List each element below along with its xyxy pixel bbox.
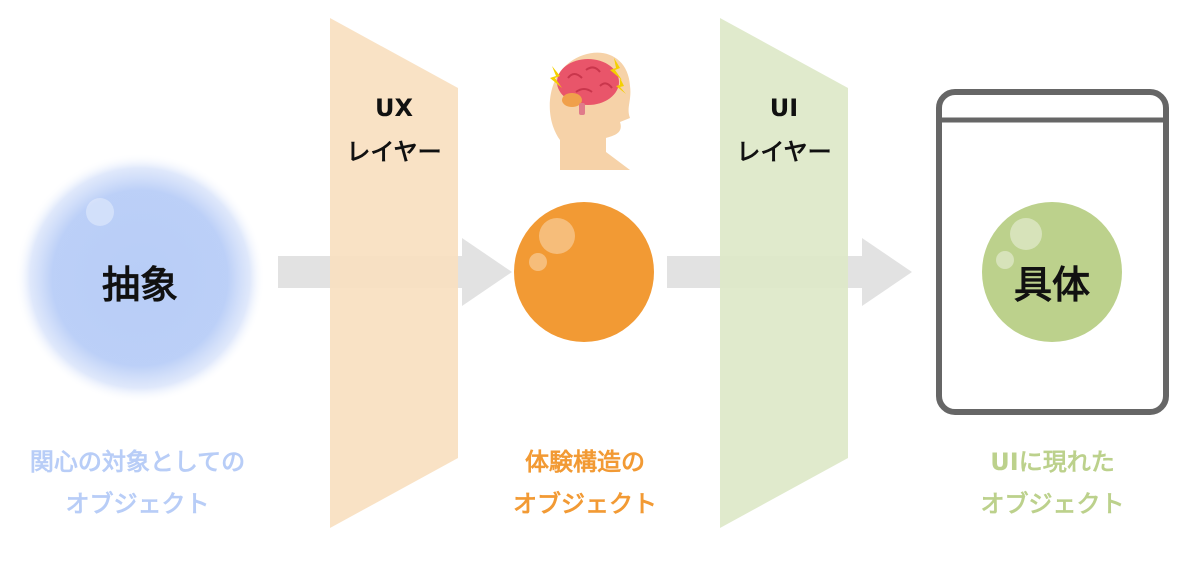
experience-caption-line2: オブジェクト: [513, 490, 657, 518]
abstract-sphere: [15, 153, 265, 403]
experience-caption-line1: 体験構造の: [525, 448, 645, 476]
ui-layer-panel: [720, 18, 848, 528]
concrete-caption-line1: UIに現れた: [990, 448, 1115, 476]
abstract-label: 抽象: [101, 263, 178, 307]
abstract-caption-line2: オブジェクト: [65, 490, 210, 518]
experience-sphere: [514, 202, 654, 342]
ui-layer-title-line1: UI: [769, 94, 799, 122]
ui-layer-title-line2: レイヤー: [736, 138, 832, 166]
brain-head-icon: [549, 52, 631, 170]
ux-layer-title-line2: レイヤー: [346, 138, 442, 166]
abstract-caption-line1: 関心の対象としての: [29, 448, 246, 476]
concrete-sphere: [982, 202, 1122, 342]
ux-layer-panel: [330, 18, 458, 528]
ux-layer-title-line1: UX: [375, 94, 413, 122]
device-frame: [936, 89, 1169, 415]
concrete-label: 具体: [1013, 263, 1090, 307]
concrete-caption-line2: オブジェクト: [980, 490, 1125, 518]
